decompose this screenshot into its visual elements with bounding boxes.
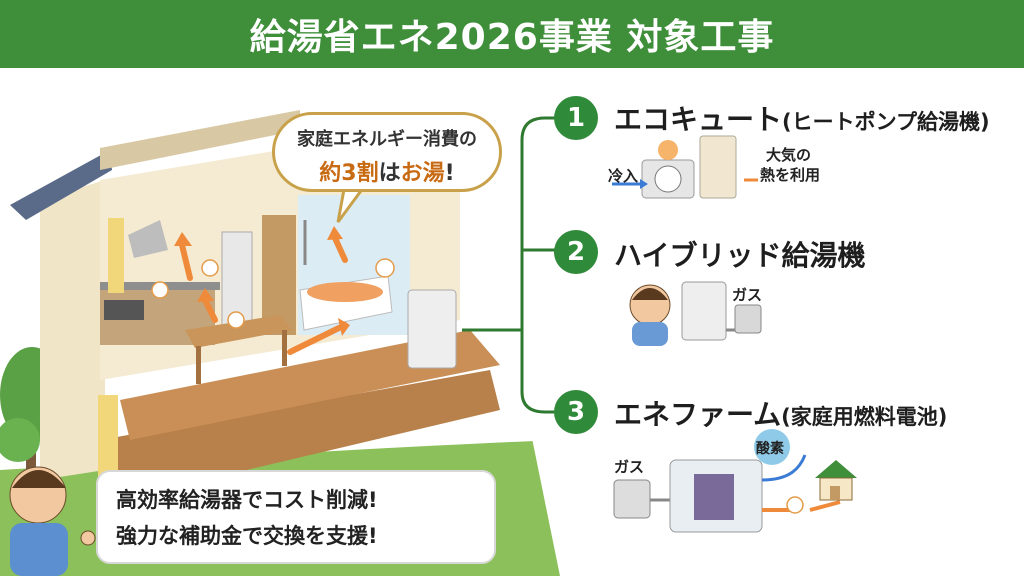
enefarm-device (613, 429, 842, 533)
right-panel (510, 86, 1024, 576)
range-hood (128, 220, 168, 258)
label-oxygen: 酸素 (756, 441, 784, 457)
page-header: 給湯省エネ2026事業 対象工事 (0, 0, 1024, 68)
page-title: 給湯省エネ2026事業 対象工事 (249, 17, 775, 58)
steam-icons (151, 258, 395, 329)
bubble-text-2: は (378, 161, 401, 186)
dining-table (185, 315, 292, 348)
person-icon (9, 466, 96, 576)
item-number-1: 1 (554, 96, 598, 140)
house-wall (40, 180, 105, 480)
item-title-2: ハイブリッド給湯機 (614, 239, 866, 272)
house-icon (815, 460, 857, 501)
wall-insulation (108, 218, 124, 293)
item-title-1: エコキュート(ヒートポンプ給湯機) (614, 98, 990, 138)
label-air-heat-1: 大気の (766, 146, 812, 164)
label-cold-in: 冷入 (608, 167, 639, 185)
bubble-line-2: 約3割はお湯! (275, 155, 499, 187)
label-gas-2: ガス (732, 286, 763, 304)
label-gas-3: ガス (614, 458, 645, 476)
bubble-highlight-2: お湯 (400, 161, 445, 186)
label-air-heat-2: 熱を利用 (760, 166, 821, 184)
ceiling (100, 110, 300, 170)
subsidy-note: 高効率給湯器でコスト削減! 強力な補助金で交換を支援! (96, 470, 496, 564)
bubble-text-3: ! (444, 161, 455, 186)
item-title-3-sub: (家庭用燃料電池) (781, 405, 948, 429)
bubble-line-1: 家庭エネルギー消費の (297, 129, 477, 150)
item-title-1-main: エコキュート (614, 103, 783, 136)
item-title-3: エネファーム(家庭用燃料電池) (614, 393, 947, 433)
house-roof (10, 150, 112, 220)
connector-lines (462, 116, 570, 414)
hybrid-device (629, 281, 762, 346)
heat-arrows (179, 235, 348, 355)
item-title-3-main: エネファーム (614, 398, 782, 431)
floor-top (120, 330, 500, 440)
note-line-2: 強力な補助金で交換を支援! (116, 524, 378, 548)
floor (100, 370, 500, 500)
item-number-3: 3 (554, 390, 598, 434)
bubble-highlight-1: 約3割 (319, 161, 379, 186)
speech-bubble: 家庭エネルギー消費の 約3割はお湯! (272, 112, 502, 192)
water-heater-unit (407, 289, 457, 369)
fridge (221, 231, 253, 328)
note-line-1: 高効率給湯器でコスト削減! (116, 488, 378, 512)
stove (104, 300, 144, 320)
item-number-2: 2 (554, 230, 598, 274)
ecocute-device (612, 135, 758, 199)
door (262, 215, 296, 335)
item-title-1-sub: (ヒートポンプ給湯機) (782, 110, 990, 134)
